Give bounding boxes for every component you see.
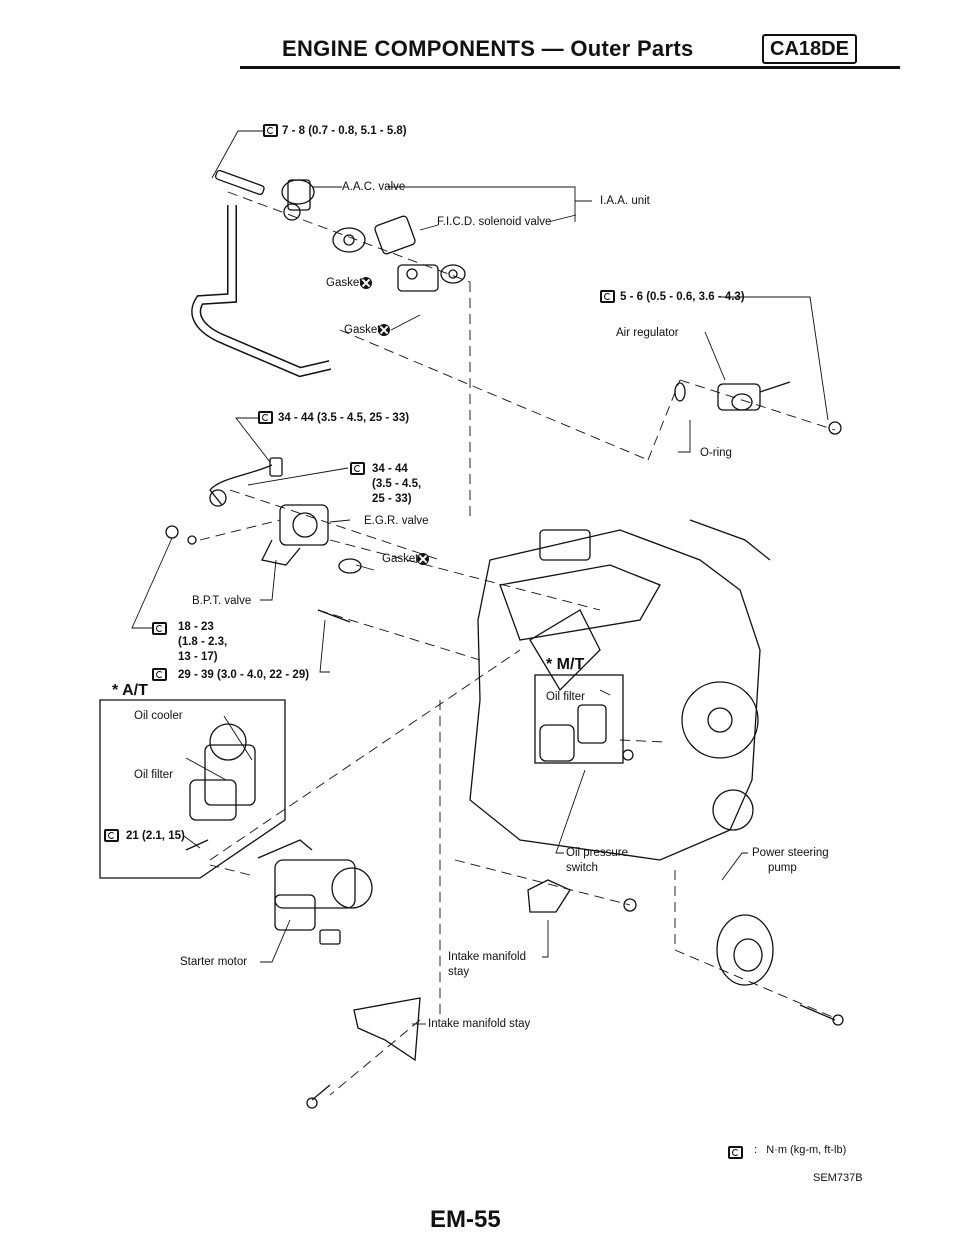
label-torque-34b-line1: 34 - 44 [372,463,408,475]
label-torque-18-line1: 18 - 23 [178,621,214,633]
torque-icon [263,124,278,137]
legend-units-text: N·m (kg-m, ft-lb) [766,1144,847,1156]
label-power-steering-line2: pump [768,862,797,874]
air-hose [191,205,332,378]
aac-valve-cluster [214,169,466,292]
label-oil-pressure-line1: Oil pressure [566,847,628,859]
label-torque-21: 21 (2.1, 15) [126,830,185,842]
label-torque-34b-line2: (3.5 - 4.5, [372,478,422,490]
intake-stay-b [306,997,421,1109]
egr-bpt-group [165,457,362,623]
torque-icon [600,290,615,303]
page-header: ENGINE COMPONENTS — Outer Parts CA18DE [240,32,900,72]
leader-lines [131,130,829,1025]
label-oil-cooler: Oil cooler [134,710,183,722]
label-intake-stay-line2: stay [448,966,470,978]
label-air-regulator: Air regulator [616,327,679,339]
engine-code-badge: CA18DE [762,34,857,64]
label-intake-stay-line1: Intake manifold [448,951,526,963]
at-oil-cooler-box [99,699,286,879]
page-number: EM-55 [430,1206,501,1233]
label-gasket-1: Gasket [326,277,363,289]
label-power-steering-line1: Power steering [752,847,829,859]
label-oil-filter-mt: Oil filter [546,691,585,703]
replace-mark-icon [360,277,372,289]
replace-mark-icon [417,553,429,565]
torque-icon [728,1146,743,1159]
assembly-axes [199,191,836,1096]
label-at: * A/T [112,682,148,699]
label-torque-air-regulator: 5 - 6 (0.5 - 0.6, 3.6 - 4.3) [620,291,745,303]
label-iaa-unit: I.A.A. unit [600,195,650,207]
label-torque-18-line3: 13 - 17) [178,651,218,663]
torque-icon [104,829,119,842]
label-torque-top: 7 - 8 (0.7 - 0.8, 5.1 - 5.8) [282,125,407,137]
intake-stay-a [527,879,637,913]
label-mt: * M/T [546,656,585,673]
label-gasket-3: Gasket [382,553,419,565]
torque-icon [258,411,273,424]
label-aac-valve: A.A.C. valve [342,181,406,193]
label-oil-pressure-line2: switch [566,862,598,874]
power-steering-part [716,914,844,1026]
legend-units: : N·m (kg-m, ft-lb) [754,1144,847,1156]
header-rule [240,66,900,69]
torque-icon [350,462,365,475]
air-regulator-part [674,381,842,435]
label-bpt-valve: B.P.T. valve [192,595,252,607]
replace-mark-icon [378,324,390,336]
mt-oil-filter-box [534,674,634,764]
label-oil-filter-at: Oil filter [134,769,173,781]
torque-icon [152,622,167,635]
label-torque-29: 29 - 39 (3.0 - 4.0, 22 - 29) [178,669,310,681]
label-ficd-valve: F.I.C.D. solenoid valve [437,216,552,228]
figure-code: SEM737B [813,1172,863,1184]
page-title: ENGINE COMPONENTS — Outer Parts [282,36,694,61]
label-egr-valve: E.G.R. valve [364,515,429,527]
label-gasket-2: Gasket [344,324,381,336]
label-torque-34b-line3: 25 - 33) [372,493,412,505]
torque-icon [152,668,167,681]
label-torque-34a: 34 - 44 (3.5 - 4.5, 25 - 33) [278,412,410,424]
label-intake-stay-b: Intake manifold stay [428,1018,531,1030]
starter-motor-part [257,839,373,945]
label-torque-18-line2: (1.8 - 2.3, [178,636,228,648]
label-o-ring: O-ring [700,447,732,459]
engine-block-outline [469,519,771,861]
label-starter-motor: Starter motor [180,956,248,968]
